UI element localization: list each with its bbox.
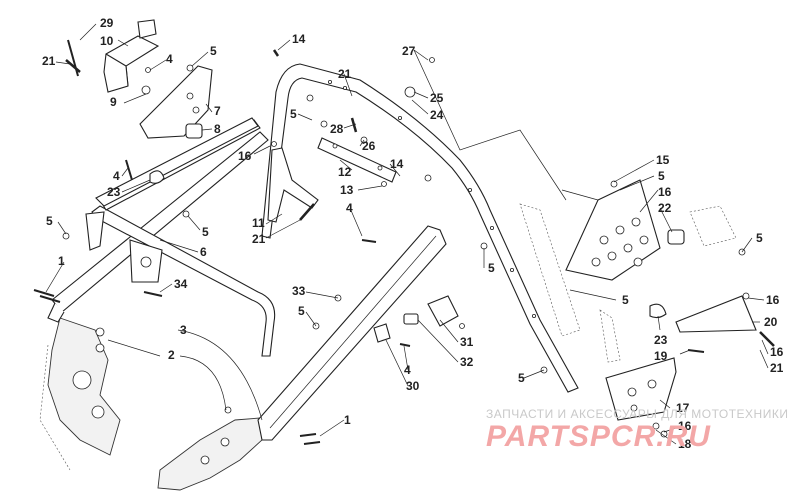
callout-21: 21 — [770, 361, 784, 375]
angle-bracket — [675, 295, 757, 333]
callout-4: 4 — [166, 52, 173, 66]
electrical-module — [103, 19, 160, 93]
callout-34: 34 — [174, 277, 188, 291]
upright-bracket — [267, 147, 319, 223]
callout-22: 22 — [658, 201, 672, 215]
callout-18: 18 — [678, 437, 692, 451]
callout-21: 21 — [42, 54, 56, 68]
callout-21: 21 — [252, 232, 266, 246]
callout-5: 5 — [658, 169, 665, 183]
callout-30: 30 — [406, 379, 420, 393]
callout-5: 5 — [46, 214, 53, 228]
callout-33: 33 — [292, 284, 306, 298]
callout-17: 17 — [676, 401, 690, 415]
callout-7: 7 — [214, 104, 221, 118]
callout-5: 5 — [622, 293, 629, 307]
callout-5: 5 — [756, 231, 763, 245]
lower-frame-center — [157, 417, 263, 491]
callout-5: 5 — [210, 44, 217, 58]
callout-23: 23 — [107, 185, 121, 199]
callout-31: 31 — [460, 335, 474, 349]
callout-21: 21 — [338, 67, 352, 81]
curved-rail — [85, 205, 276, 357]
callout-5: 5 — [202, 225, 209, 239]
callout-5: 5 — [488, 261, 495, 275]
callout-16: 16 — [678, 419, 692, 433]
callout-16: 16 — [770, 345, 784, 359]
callout-10: 10 — [100, 34, 114, 48]
callout-8: 8 — [214, 122, 221, 136]
callout-15: 15 — [656, 153, 670, 167]
clips — [149, 170, 667, 343]
callout-24: 24 — [430, 108, 444, 122]
rubber-mount — [185, 123, 203, 139]
callout-16: 16 — [238, 149, 252, 163]
callout-19: 19 — [654, 349, 668, 363]
callout-12: 12 — [338, 165, 352, 179]
callout-5: 5 — [298, 304, 305, 318]
callout-20: 20 — [764, 315, 778, 329]
callout-16: 16 — [766, 293, 780, 307]
callout-4: 4 — [113, 169, 120, 183]
callout-6: 6 — [200, 245, 207, 259]
strap-bracket — [317, 137, 397, 183]
upper-rail — [95, 117, 259, 207]
callout-29: 29 — [100, 16, 114, 30]
callout-4: 4 — [346, 201, 353, 215]
fasteners — [33, 39, 775, 445]
diagonal-support-tube — [257, 225, 447, 441]
callout-14: 14 — [390, 157, 404, 171]
callout-14: 14 — [292, 32, 306, 46]
callout-32: 32 — [460, 355, 474, 369]
callout-16: 16 — [658, 185, 672, 199]
callout-3: 3 — [180, 323, 187, 337]
watermark-brand: PARTSPCR.RU — [486, 420, 711, 453]
roll-bar-hoop — [261, 63, 579, 393]
mount-plate — [139, 65, 213, 139]
callout-labels: 29 10 21 4 5 9 7 8 14 21 27 25 24 5 28 2… — [42, 16, 784, 451]
callout-4: 4 — [404, 363, 411, 377]
callout-26: 26 — [362, 139, 376, 153]
lower-plate-right — [605, 357, 677, 421]
callout-1: 1 — [344, 413, 351, 427]
callout-5: 5 — [518, 371, 525, 385]
leader-lines — [45, 23, 769, 445]
callout-5: 5 — [290, 107, 297, 121]
watermark: ЗАПЧАСТИ И АКСЕССУАРЫ ДЛЯ МОТОТЕХНИКИ PA… — [486, 407, 788, 453]
watermark-tagline: ЗАПЧАСТИ И АКСЕССУАРЫ ДЛЯ МОТОТЕХНИКИ — [486, 407, 788, 421]
callout-9: 9 — [110, 95, 117, 109]
side-plate-right — [565, 179, 661, 281]
callout-13: 13 — [340, 183, 354, 197]
callout-2: 2 — [168, 348, 175, 362]
callout-28: 28 — [330, 122, 344, 136]
callout-27: 27 — [402, 44, 416, 58]
sensor-assembly — [667, 205, 737, 247]
callout-25: 25 — [430, 91, 444, 105]
front-tube — [47, 131, 269, 323]
callout-1: 1 — [58, 254, 65, 268]
lower-frame-left — [39, 317, 121, 471]
clamp-assembly — [403, 295, 459, 327]
callout-23: 23 — [654, 333, 668, 347]
right-ghost-panel — [519, 203, 621, 363]
callout-11: 11 — [252, 216, 265, 230]
